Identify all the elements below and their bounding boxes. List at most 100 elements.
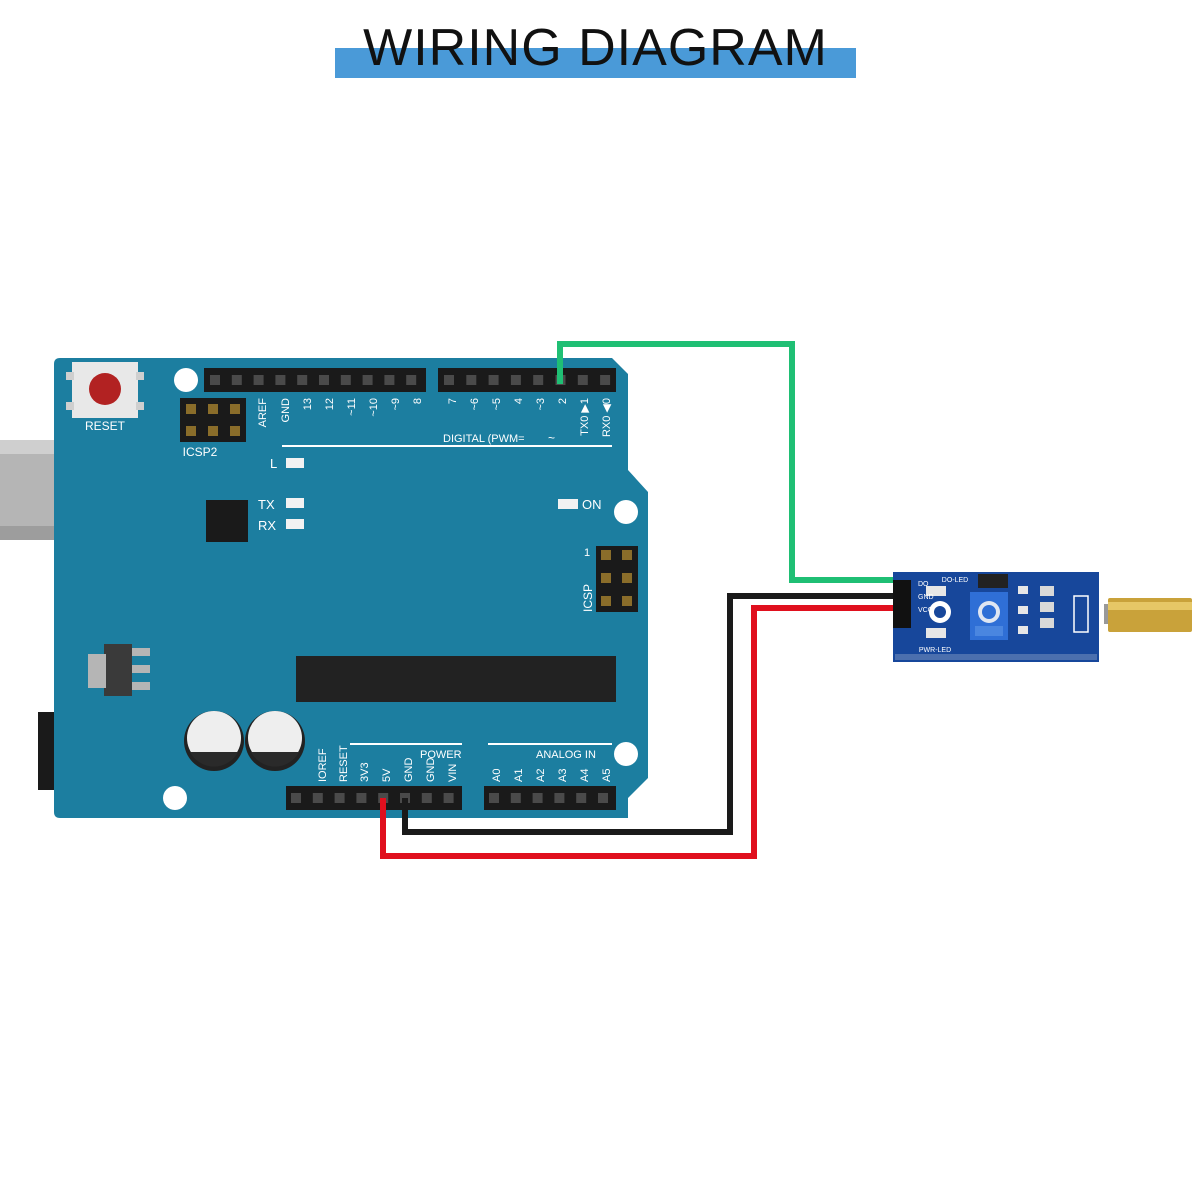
usb-chip <box>206 500 248 542</box>
digital-pin-label: 13 <box>302 398 314 410</box>
icsp2-label: ICSP2 <box>183 445 218 459</box>
wire-ground <box>402 593 893 835</box>
mounting-hole <box>614 500 638 524</box>
digital-header-right <box>438 368 616 392</box>
analog-pin-label: A3 <box>557 769 569 782</box>
wire-power <box>380 605 893 859</box>
digital-pin-label: ~3 <box>535 398 547 411</box>
power-pin-label: GND <box>425 758 437 783</box>
header-socket <box>466 375 477 385</box>
module-pin-labels: DO GND VCC <box>918 581 934 614</box>
header-socket <box>489 793 499 803</box>
digital-pin-label: ~5 <box>491 398 503 411</box>
header-socket <box>510 793 521 803</box>
header-socket <box>291 793 301 803</box>
header-socket <box>312 793 323 803</box>
digital-pin-label: 4 <box>513 398 525 404</box>
header-socket <box>510 375 521 385</box>
led-l <box>286 458 304 468</box>
header-socket <box>334 793 345 803</box>
header-socket <box>600 375 611 385</box>
reset-button[interactable] <box>66 362 144 418</box>
capacitor <box>245 711 305 771</box>
mounting-hole <box>163 786 187 810</box>
module-pin-label: DO <box>918 581 929 588</box>
header-socket <box>533 375 544 385</box>
analog-label: ANALOG IN <box>536 749 596 761</box>
wire-signal <box>557 341 893 583</box>
digital-pin-label: ~10 <box>368 398 380 417</box>
digital-pin-label: 7 <box>447 398 459 404</box>
icsp-pin1-label: 1 <box>584 547 590 559</box>
led-rx-label: RX <box>258 518 276 533</box>
header-socket <box>577 375 588 385</box>
title-banner: WIRING DIAGRAM <box>335 18 856 78</box>
led-on-label: ON <box>582 497 602 512</box>
power-pin-label: RESET <box>338 745 350 782</box>
power-pin-label: VIN <box>447 764 459 782</box>
power-pin-label: 5V <box>381 768 393 782</box>
page-title: WIRING DIAGRAM <box>363 19 828 77</box>
digital-pin-label: ~6 <box>469 398 481 411</box>
header-socket <box>421 793 432 803</box>
header-socket <box>554 793 565 803</box>
module-pin-label: GND <box>918 594 934 601</box>
analog-pin-label: A4 <box>579 769 591 782</box>
digital-pin-label: 8 <box>412 398 424 404</box>
led-rx <box>286 519 304 529</box>
power-pin-label: GND <box>403 758 415 783</box>
module-label-pwr-led: PWR-LED <box>919 647 951 654</box>
digital-pin-label: TX0 ▶1 <box>579 398 591 436</box>
header-socket <box>297 375 308 385</box>
digital-pin-label: 2 <box>557 398 569 404</box>
header-socket <box>488 375 499 385</box>
potentiometer[interactable] <box>970 592 1008 640</box>
header-socket <box>231 375 242 385</box>
header-socket <box>356 793 367 803</box>
header-socket <box>598 793 608 803</box>
tilt-switch-cylinder <box>1104 598 1192 632</box>
mounting-hole <box>614 742 638 766</box>
wires <box>380 341 893 859</box>
header-socket <box>210 375 220 385</box>
led-l-label: L <box>270 456 277 471</box>
power-header <box>286 786 462 810</box>
header-socket <box>253 375 264 385</box>
analog-pin-label: A0 <box>491 769 503 782</box>
title-underline-bar <box>335 48 856 78</box>
header-socket <box>362 375 373 385</box>
header-sockets <box>210 375 611 803</box>
arduino-board <box>54 358 648 818</box>
icsp-header <box>596 546 638 612</box>
mounting-hole <box>174 368 198 392</box>
analog-header <box>484 786 616 810</box>
header-socket <box>319 375 329 385</box>
header-socket <box>443 793 454 803</box>
module-label-do-led: DO-LED <box>942 577 968 584</box>
header-socket <box>275 375 286 385</box>
analog-pin-label: A1 <box>513 769 525 782</box>
voltage-regulator <box>88 644 150 696</box>
digital-pin-label: GND <box>280 398 292 423</box>
tilt-sensor-module: DO-LED PWR-LED DO GND VCC <box>893 572 1099 662</box>
header-socket <box>406 375 417 385</box>
header-socket <box>444 375 454 385</box>
pwm-tilde: ~ <box>548 431 555 445</box>
led-tx <box>286 498 304 508</box>
analog-pin-label: A5 <box>601 769 613 782</box>
digital-pin-label: AREF <box>257 398 269 428</box>
icsp2-header <box>180 398 246 442</box>
digital-pin-label: 12 <box>324 398 336 410</box>
power-pin-label: 3V3 <box>359 762 371 782</box>
reset-label: RESET <box>85 419 126 433</box>
digital-pin-label: ~11 <box>346 398 358 416</box>
digital-label: DIGITAL (PWM= <box>443 433 525 445</box>
icsp-label: ICSP <box>581 584 595 612</box>
module-pin-label: VCC <box>918 607 933 614</box>
analog-pin-label: A2 <box>535 769 547 782</box>
header-socket <box>384 375 395 385</box>
digital-pin-label: RX0 ◀0 <box>601 398 613 437</box>
